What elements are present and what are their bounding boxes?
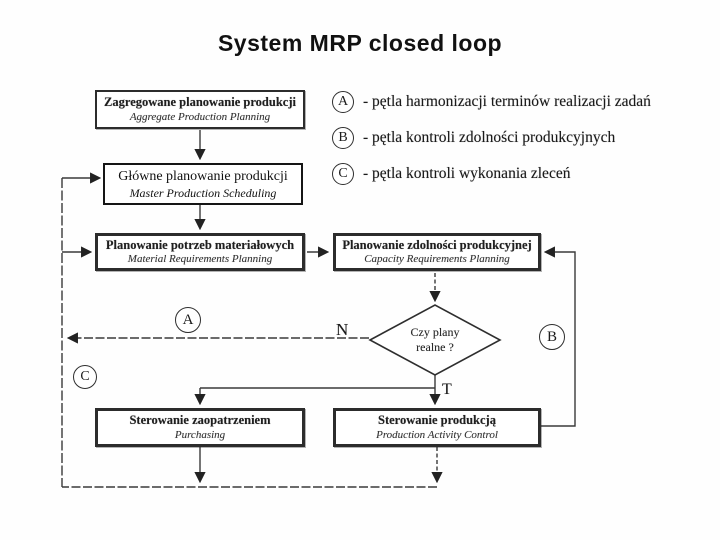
legend-label-a: - pętla harmonizacji terminów realizacji…	[363, 93, 651, 110]
box-label-pl: Główne planowanie produkcji	[118, 169, 288, 185]
box-label-en: Master Production Scheduling	[129, 185, 277, 200]
box-label-en: Purchasing	[174, 428, 226, 441]
decision-question-line2: realne ?	[416, 340, 454, 354]
box-label-en: Aggregate Production Planning	[129, 110, 271, 123]
flow-box-purchasing: Sterowanie zaopatrzeniem Purchasing	[95, 408, 305, 447]
box-label-pl: Planowanie zdolności produkcyjnej	[342, 237, 532, 252]
branch-label-yes: T	[442, 381, 452, 398]
decision-question-line1: Czy plany	[410, 325, 460, 339]
legend-circle-b: B	[332, 127, 354, 149]
legend-circle-a: A	[332, 91, 354, 113]
box-label-pl: Sterowanie produkcją	[378, 413, 496, 428]
legend-label-b: - pętla kontroli zdolności produkcyjnych	[363, 129, 616, 146]
page-title: System MRP closed loop	[217, 30, 503, 56]
flow-box-master-production-scheduling: Główne planowanie produkcji Master Produ…	[103, 163, 303, 205]
flow-box-production-activity-control: Sterowanie produkcją Production Activity…	[333, 408, 541, 447]
loop-marker-circle-a: A	[175, 307, 201, 333]
box-label-en: Production Activity Control	[376, 428, 498, 441]
legend-item-a: A - pętla harmonizacji terminów realizac…	[332, 90, 651, 114]
legend-circle-c: C	[332, 163, 354, 185]
decision-diamond	[368, 304, 502, 376]
box-label-pl: Sterowanie zaopatrzeniem	[129, 413, 271, 428]
box-label-pl: Zagregowane planowanie produkcji	[104, 95, 296, 110]
decision-question: Czy plany realne ?	[393, 325, 477, 355]
flow-box-capacity-requirements-planning: Planowanie zdolności produkcyjnej Capaci…	[333, 233, 541, 271]
loop-marker-circle-b: B	[539, 324, 565, 350]
loop-marker-circle-c: C	[73, 365, 97, 389]
flow-box-material-requirements-planning: Planowanie potrzeb materiałowych Materia…	[95, 233, 305, 271]
legend-item-c: C - pętla kontroli wykonania zleceń	[332, 162, 651, 186]
arrow-pac-to-crp-loop	[541, 246, 576, 427]
legend-item-b: B - pętla kontroli zdolności produkcyjny…	[332, 126, 651, 150]
box-label-pl: Planowanie potrzeb materiałowych	[105, 237, 295, 252]
box-label-en: Capacity Requirements Planning	[364, 253, 510, 266]
branch-label-no: N	[336, 320, 349, 339]
loop-legend: A - pętla harmonizacji terminów realizac…	[332, 90, 651, 186]
box-label-en: Material Requirements Planning	[127, 253, 273, 266]
legend-label-c: - pętla kontroli wykonania zleceń	[363, 165, 571, 182]
flow-box-aggregate-production-planning: Zagregowane planowanie produkcji Aggrega…	[95, 90, 305, 129]
